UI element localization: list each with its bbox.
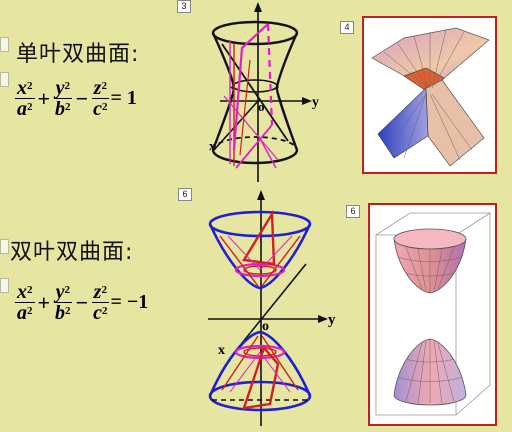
one-sheet-hyperboloid-diagram: y o x [209, 2, 319, 182]
fraction-z: z2 c2 [91, 281, 109, 324]
equation-rhs: = −1 [110, 291, 149, 313]
photo-badge: 4 [340, 21, 354, 34]
bullet-marker [0, 37, 9, 52]
figure-badge: 6 [178, 188, 192, 201]
axis-label-x: x [209, 138, 216, 153]
axis-label-y: y [328, 312, 336, 328]
axis-label-y: y [312, 95, 319, 110]
two-sheet-hyperboloid-diagram: y o x [208, 190, 336, 426]
fraction-z: z2 c2 [91, 77, 109, 120]
axis-label-origin: o [258, 99, 265, 114]
plus-operator: + [37, 289, 51, 315]
section1-title: 单叶双曲面: [16, 42, 140, 67]
plus-operator: + [37, 85, 51, 111]
surface-render-icon [371, 27, 490, 167]
fraction-x: x2 a2 [15, 281, 35, 324]
bullet-marker [0, 278, 9, 293]
section2-title: 双叶双曲面: [10, 240, 134, 265]
fraction-y: y2 b2 [53, 77, 72, 120]
equation-rhs: = 1 [110, 87, 137, 109]
section2-equation: x2 a2 + y2 b2 − z2 c2 = −1 [14, 282, 148, 323]
bullet-marker [0, 239, 9, 254]
bullet-marker [0, 72, 9, 87]
minus-operator: − [75, 289, 89, 315]
axis-label-origin: o [262, 319, 269, 334]
fraction-y: y2 b2 [53, 281, 72, 324]
fraction-x: x2 a2 [15, 77, 35, 120]
surface-render-icon [375, 212, 491, 416]
one-sheet-hyperboloid-render [362, 16, 497, 174]
axis-label-x: x [218, 343, 225, 358]
figure-badge: 3 [177, 0, 191, 13]
section1-equation: x2 a2 + y2 b2 − z2 c2 = 1 [14, 78, 137, 119]
minus-operator: − [75, 85, 89, 111]
two-sheet-hyperboloid-render [368, 203, 497, 426]
photo-badge: 6 [346, 205, 360, 218]
